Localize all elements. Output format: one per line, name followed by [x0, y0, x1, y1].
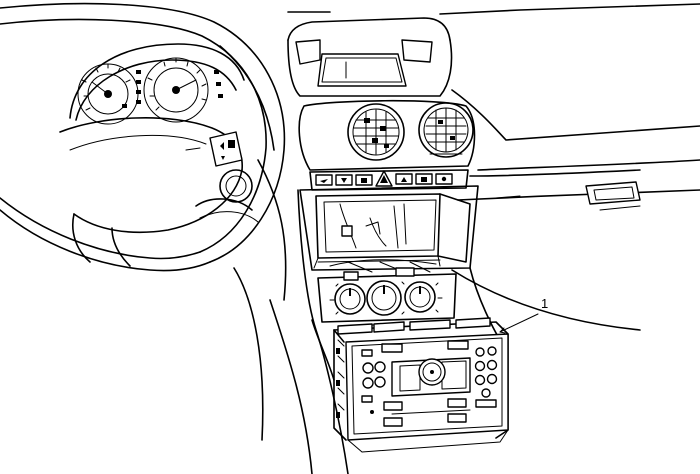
warning-lights — [122, 70, 223, 108]
glove-box-handle — [585, 181, 641, 211]
radio-top-connectors — [337, 317, 491, 335]
switch-bar — [309, 169, 469, 191]
ignition-area — [195, 159, 313, 474]
gauge-ticks — [81, 57, 207, 111]
climate-controls — [317, 267, 457, 323]
radio-cavity — [299, 185, 479, 273]
callout-leader-1 — [499, 313, 539, 334]
instrument-cluster — [69, 43, 275, 151]
glove-box — [451, 181, 700, 331]
wheel-control-buttons — [209, 131, 243, 167]
tachometer-gauge — [77, 63, 139, 125]
radio-unit — [333, 317, 509, 453]
top-display — [287, 17, 453, 97]
left-air-vent — [347, 103, 405, 161]
callout-label-1: 1 — [541, 296, 549, 311]
air-distribution-knob — [404, 281, 436, 313]
fan-speed-knob — [366, 280, 402, 316]
steering-wheel — [0, 2, 286, 272]
radio-volume-knob — [418, 358, 446, 386]
dashboard-top-edge — [287, 3, 700, 177]
temperature-knob — [334, 283, 366, 315]
right-air-vent — [418, 102, 474, 158]
switch-buttons — [315, 173, 453, 186]
radio-side-bracket — [333, 329, 347, 441]
center-air-vents — [298, 99, 476, 171]
speedometer-gauge — [143, 57, 209, 123]
hazard-warning-icon — [375, 170, 393, 187]
